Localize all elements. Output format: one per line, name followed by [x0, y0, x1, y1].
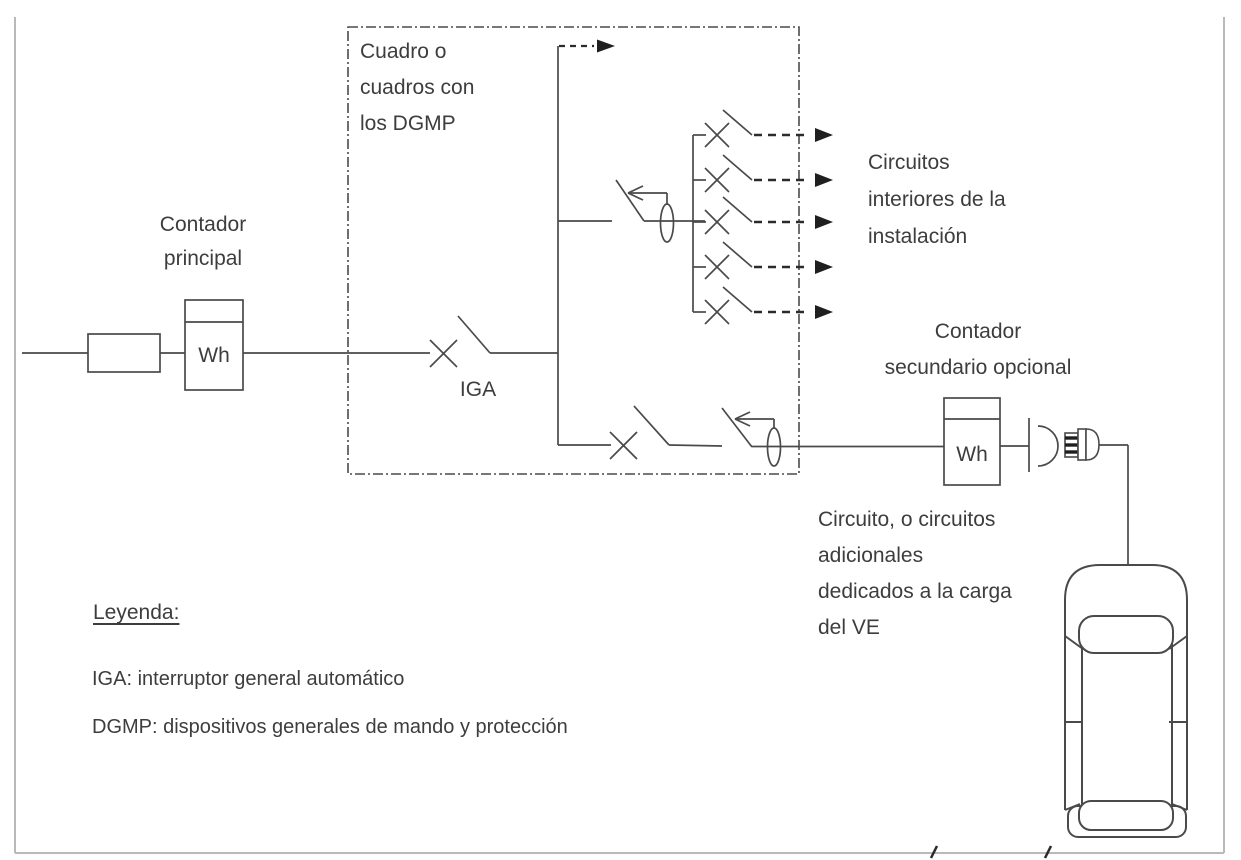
branch-circuit — [693, 196, 753, 235]
legend-entry-dgmp: DGMP: dispositivos generales de mando y … — [92, 716, 568, 738]
ev-contactor-with-coil — [721, 407, 944, 467]
page-border — [14, 17, 1225, 854]
car-rear-window — [1078, 800, 1174, 831]
main-meter-unit-label: Wh — [198, 344, 230, 367]
top-outgoing-arrow — [559, 39, 615, 53]
electric-vehicle-top-view — [1064, 564, 1188, 838]
secondary-meter-caption: Contador secundario opcional — [884, 320, 1072, 379]
branch-circuit — [693, 286, 753, 325]
iga-tag-label: IGA — [459, 378, 497, 401]
cutoff-text-accent-marks — [929, 845, 1053, 859]
branch-circuit — [693, 241, 753, 280]
socket-outlet-symbol — [1028, 418, 1059, 472]
car-windshield — [1078, 615, 1174, 654]
secondary-energy-meter — [943, 397, 1029, 486]
main-energy-meter-box — [184, 299, 244, 391]
legend-title: Leyenda: — [93, 601, 180, 624]
car-cabin — [1081, 639, 1173, 807]
legend-entry-iga: IGA: interruptor general automático — [92, 668, 405, 690]
dgmp-panel-caption: Cuadro o cuadros con los DGMP — [360, 40, 475, 135]
ev-circuits-caption: Circuito, o circuitos adicionales dedica… — [818, 508, 1012, 639]
branch-circuit — [693, 109, 753, 148]
main-supply-line — [22, 299, 430, 391]
interior-circuits-caption: Circuitos interiores de la instalación — [868, 151, 1006, 248]
ev-branch-breaker — [558, 405, 723, 460]
interior-contactor-with-coil — [558, 179, 705, 243]
main-meter-caption: Contador principal — [159, 213, 247, 270]
secondary-energy-meter-box — [943, 397, 1001, 486]
fuse-symbol — [87, 333, 161, 373]
dgmp-panel-dashed-box — [347, 26, 800, 475]
plug-symbol — [1064, 428, 1129, 566]
branch-circuit — [693, 154, 753, 193]
secondary-meter-unit-label: Wh — [956, 443, 988, 466]
interior-branch-circuits — [693, 109, 833, 325]
car-body-outline — [1064, 564, 1188, 810]
iga-circuit-breaker — [429, 315, 558, 368]
